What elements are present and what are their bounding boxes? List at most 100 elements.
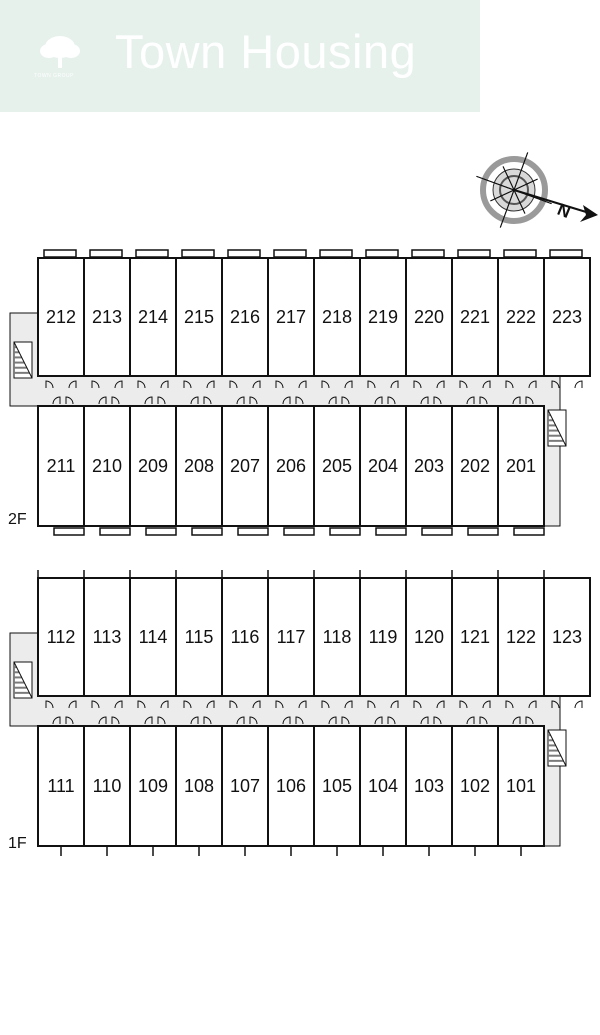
door-swing (206, 380, 215, 389)
door-swing (275, 700, 284, 709)
door-swing (482, 380, 491, 389)
door-swing (390, 380, 399, 389)
door-swing (144, 396, 153, 405)
unit-label: 203 (414, 456, 444, 476)
unit-label: 210 (92, 456, 122, 476)
door-swing (249, 716, 258, 725)
unit-108: 108 (175, 716, 223, 856)
unit-122: 122 (497, 570, 545, 709)
logo-caption: TOWN GROUP (34, 73, 74, 79)
unit-211: 211 (37, 396, 85, 536)
balcony (329, 527, 361, 536)
door-swing (413, 700, 422, 709)
door-swing (236, 716, 245, 725)
balcony (411, 249, 445, 258)
door-swing (505, 700, 514, 709)
unit-label: 120 (414, 627, 444, 647)
balcony (191, 527, 223, 536)
door-swing (574, 380, 583, 389)
compass-icon: N (476, 152, 598, 228)
balcony (283, 527, 315, 536)
unit-223: 223 (543, 249, 591, 389)
door-swing (413, 380, 422, 389)
door-swing (52, 396, 61, 405)
unit-212: 212 (37, 249, 85, 389)
unit-213: 213 (83, 249, 131, 389)
balcony (227, 249, 261, 258)
stairs-icon (547, 409, 567, 447)
door-swing (160, 380, 169, 389)
door-swing (98, 716, 107, 725)
door-swing (157, 396, 166, 405)
unit-label: 221 (460, 307, 490, 327)
unit-103: 103 (405, 716, 453, 856)
door-swing (68, 380, 77, 389)
unit-label: 215 (184, 307, 214, 327)
unit-label: 103 (414, 776, 444, 796)
unit-label: 213 (92, 307, 122, 327)
unit-204: 204 (359, 396, 407, 536)
door-swing (295, 396, 304, 405)
unit-label: 104 (368, 776, 398, 796)
door-swing (387, 396, 396, 405)
unit-label: 219 (368, 307, 398, 327)
door-swing (45, 380, 54, 389)
unit-label: 107 (230, 776, 260, 796)
unit-label: 117 (277, 627, 306, 647)
unit-label: 116 (231, 627, 260, 647)
balcony (365, 249, 399, 258)
unit-112: 112 (37, 570, 85, 709)
unit-label: 201 (506, 456, 536, 476)
unit-203: 203 (405, 396, 453, 536)
door-swing (111, 716, 120, 725)
unit-label: 206 (276, 456, 306, 476)
door-swing (68, 700, 77, 709)
door-swing (482, 700, 491, 709)
balcony (145, 527, 177, 536)
stairs-icon (13, 341, 33, 379)
door-swing (551, 380, 560, 389)
unit-210: 210 (83, 396, 131, 536)
unit-label: 211 (47, 456, 76, 476)
balcony (513, 527, 545, 536)
balcony (421, 527, 453, 536)
floor-label: 2F (8, 511, 27, 528)
unit-218: 218 (313, 249, 361, 389)
unit-label: 109 (138, 776, 168, 796)
door-swing (252, 700, 261, 709)
door-swing (436, 700, 445, 709)
door-swing (341, 396, 350, 405)
door-swing (344, 380, 353, 389)
door-swing (344, 700, 353, 709)
unit-label: 217 (276, 307, 306, 327)
door-swing (328, 396, 337, 405)
door-swing (298, 380, 307, 389)
balcony (457, 249, 491, 258)
balcony (273, 249, 307, 258)
unit-label: 222 (506, 307, 536, 327)
door-swing (433, 716, 442, 725)
balcony (99, 527, 131, 536)
unit-label: 123 (552, 627, 582, 647)
unit-label: 102 (460, 776, 490, 796)
door-swing (203, 716, 212, 725)
unit-label: 106 (276, 776, 306, 796)
door-swing (525, 396, 534, 405)
balcony (181, 249, 215, 258)
tree-logo-icon (40, 36, 80, 68)
door-swing (157, 716, 166, 725)
stairs-icon (13, 661, 33, 699)
unit-label: 205 (322, 456, 352, 476)
unit-label: 119 (369, 627, 398, 647)
unit-label: 110 (93, 776, 122, 796)
unit-label: 114 (139, 627, 168, 647)
unit-206: 206 (267, 396, 315, 536)
door-swing (137, 380, 146, 389)
door-swing (479, 396, 488, 405)
door-swing (321, 380, 330, 389)
door-swing (91, 380, 100, 389)
door-swing (229, 380, 238, 389)
door-swing (203, 396, 212, 405)
